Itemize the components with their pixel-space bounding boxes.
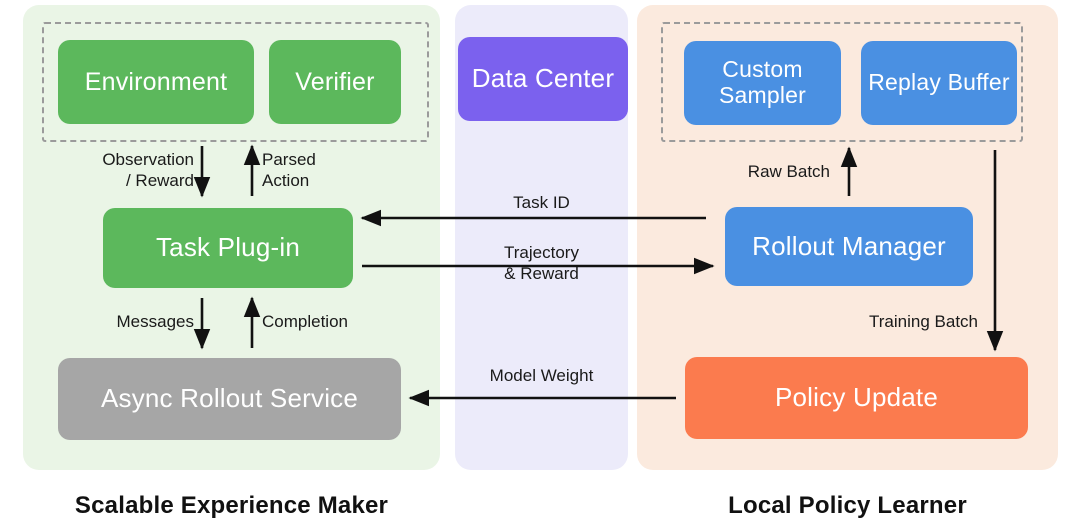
node-verifier[interactable]: Verifier — [269, 40, 401, 124]
edge-label-raw-batch: Raw Batch — [747, 162, 830, 181]
node-async-rollout-service[interactable]: Async Rollout Service — [58, 358, 401, 440]
caption-scalable-experience-maker: Scalable Experience Maker — [74, 492, 389, 519]
edge-label-trajectory-reward: Trajectory & Reward — [504, 243, 579, 283]
edge-label-training-batch: Training Batch — [869, 312, 978, 331]
node-rollout-manager[interactable]: Rollout Manager — [725, 207, 973, 286]
edge-label-messages: Messages — [116, 312, 194, 331]
node-replay-buffer[interactable]: Replay Buffer — [861, 41, 1017, 125]
node-task-plug-in[interactable]: Task Plug-in — [103, 208, 353, 288]
dashed-group-sampler-buffer — [661, 22, 1023, 142]
edge-label-parsed-action: Parsed Action — [262, 150, 316, 190]
node-policy-update[interactable]: Policy Update — [685, 357, 1028, 439]
edge-label-completion: Completion — [262, 312, 348, 331]
edge-label-model-weight: Model Weight — [489, 366, 594, 385]
node-data-center[interactable]: Data Center — [458, 37, 628, 121]
caption-local-policy-learner: Local Policy Learner — [728, 492, 967, 519]
node-custom-sampler[interactable]: Custom Sampler — [684, 41, 841, 125]
dashed-group-environment-verifier — [42, 22, 429, 142]
edge-label-task-id: Task ID — [513, 193, 570, 212]
edge-label-observation-reward: Observation / Reward — [102, 150, 194, 190]
node-environment[interactable]: Environment — [58, 40, 254, 124]
